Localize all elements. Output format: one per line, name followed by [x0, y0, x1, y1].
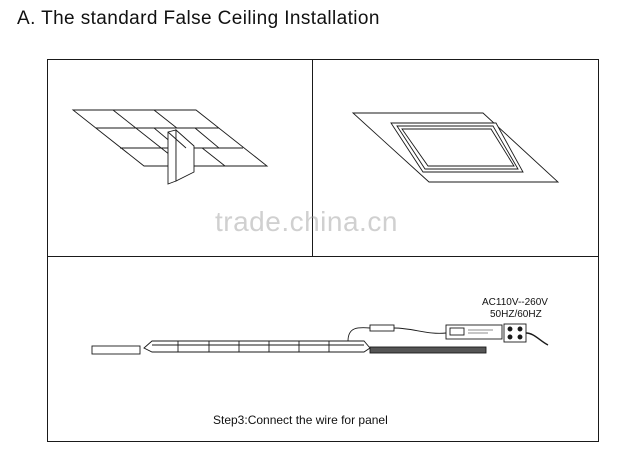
ceiling-grid-panel [48, 60, 312, 256]
page-title: A. The standard False Ceiling Installati… [17, 8, 380, 29]
wiring-illustration [91, 323, 549, 355]
voltage-label: AC110V--260V [482, 297, 548, 308]
installation-diagram [47, 59, 599, 442]
frequency-label: 50HZ/60HZ [490, 309, 542, 320]
wiring-panel [48, 256, 598, 442]
ceiling-grid-illustration [71, 109, 269, 185]
led-panel-illustration [351, 112, 560, 183]
watermark: trade.china.cn [215, 206, 398, 237]
panel-in-ceiling [312, 60, 599, 256]
step-caption: Step3:Connect the wire for panel [213, 413, 388, 427]
